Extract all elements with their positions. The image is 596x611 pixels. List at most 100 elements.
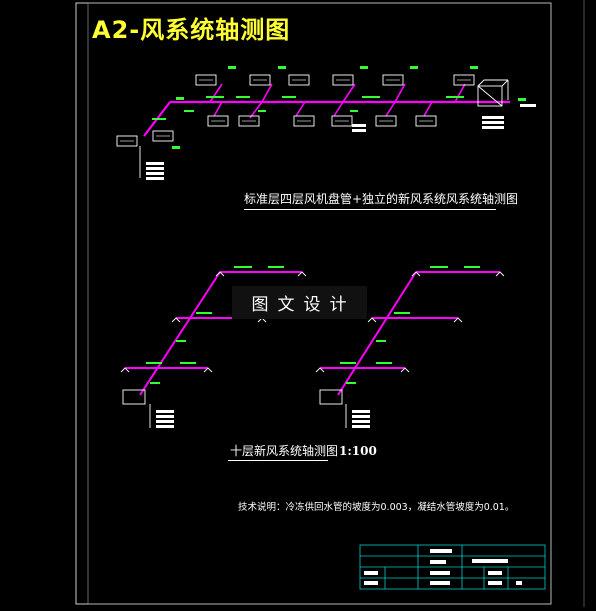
label-block xyxy=(352,425,370,428)
fan-coil-unit-icon xyxy=(375,115,397,127)
diffuser-icon xyxy=(315,271,505,373)
annotation-mark xyxy=(146,362,162,364)
branch-duct xyxy=(423,101,433,117)
label-block xyxy=(146,167,164,170)
fan-coil-unit-icon xyxy=(415,115,437,127)
branch-duct xyxy=(333,101,344,117)
fan-coil-unit-icon xyxy=(152,130,174,142)
label-block xyxy=(520,104,536,107)
diagonal-duct xyxy=(139,271,221,396)
watermark-logo: 图文设计 xyxy=(232,286,367,319)
fan-coil-unit-icon xyxy=(207,115,229,127)
fan-coil-unit-icon xyxy=(249,74,271,86)
annotation-mark xyxy=(282,96,296,98)
label-block xyxy=(482,116,504,119)
branch-duct xyxy=(295,101,306,117)
annotation-mark xyxy=(268,266,284,268)
annotation-mark xyxy=(206,96,224,98)
annotation-mark xyxy=(350,110,358,112)
annotation-mark xyxy=(150,382,160,384)
title-block-text xyxy=(364,571,378,575)
annotation-mark xyxy=(180,362,196,364)
caption-tenth-floor: 十层新风系统轴测图 xyxy=(230,444,339,458)
label-block xyxy=(146,172,164,175)
annotation-mark xyxy=(176,340,186,342)
branch-duct xyxy=(385,101,396,117)
annotation-mark xyxy=(446,96,464,98)
fan-coil-unit-icon xyxy=(195,74,217,86)
ahu-diagonal xyxy=(477,79,485,87)
title-block-text xyxy=(430,581,450,585)
title-block-text xyxy=(472,559,508,563)
air-handling-unit-icon xyxy=(477,85,503,107)
annotation-mark xyxy=(346,382,356,384)
label-block xyxy=(482,126,504,129)
annotation-mark xyxy=(360,66,368,69)
title-block-text xyxy=(430,571,450,575)
label-block xyxy=(146,177,164,180)
title-block-text xyxy=(430,560,446,564)
drawing-title: A2-风系统轴测图 xyxy=(92,16,291,44)
diagram-standard-floor xyxy=(116,66,536,180)
annotation-mark xyxy=(236,96,250,98)
air-handling-unit-icon xyxy=(122,389,146,405)
diagram-tenth-floor-right xyxy=(315,266,505,428)
label-block xyxy=(352,410,370,413)
caption-underline xyxy=(228,460,328,461)
label-block xyxy=(352,124,366,127)
annotation-mark xyxy=(430,266,448,268)
annotation-mark xyxy=(410,66,418,69)
title-block-text xyxy=(488,581,502,585)
fan-coil-unit-icon xyxy=(331,115,353,127)
annotation-mark xyxy=(376,362,392,364)
ahu-diagonal xyxy=(477,85,503,107)
annotation-mark xyxy=(464,266,480,268)
annotation-mark xyxy=(470,66,478,69)
branch-duct xyxy=(249,101,263,119)
annotation-mark xyxy=(176,97,184,100)
annotation-mark xyxy=(234,266,252,268)
ahu-diagonal xyxy=(501,79,509,87)
branch-duct xyxy=(261,83,273,103)
annotation-mark xyxy=(196,312,212,314)
annotation-mark xyxy=(184,110,194,112)
label-block xyxy=(352,420,370,423)
annotation-mark xyxy=(228,66,236,69)
branch-duct xyxy=(342,83,356,103)
annotation-mark xyxy=(376,340,386,342)
title-block-text xyxy=(516,581,522,585)
caption-standard-floor: 标准层四层风机盘管+独立的新风系统风系统轴测图 xyxy=(244,192,519,206)
branch-duct xyxy=(394,83,406,103)
title-block-text xyxy=(364,581,378,585)
label-block xyxy=(352,415,370,418)
branch-duct xyxy=(209,83,223,103)
drawing-scale: 1:100 xyxy=(339,444,377,458)
label-block xyxy=(352,129,366,132)
fan-coil-unit-icon xyxy=(382,74,404,86)
fan-coil-unit-icon xyxy=(332,74,354,86)
title-block-text xyxy=(488,571,502,575)
diagonal-duct xyxy=(337,271,417,396)
annotation-mark xyxy=(278,66,286,69)
air-handling-unit-icon xyxy=(319,389,343,405)
branch-duct xyxy=(454,83,466,103)
fan-coil-unit-icon xyxy=(288,74,310,86)
fan-coil-unit-icon xyxy=(453,74,475,86)
annotation-mark xyxy=(172,146,180,149)
fan-coil-unit-icon xyxy=(116,135,138,147)
annotation-mark xyxy=(518,98,526,101)
label-block xyxy=(156,425,174,428)
label-block xyxy=(482,121,504,124)
title-block-text xyxy=(430,549,452,553)
technical-note: 技术说明：冷冻供回水管的坡度为0.003，凝结水管坡度为0.01。 xyxy=(238,502,515,513)
caption-underline xyxy=(244,209,496,210)
label-block xyxy=(156,410,174,413)
annotation-mark xyxy=(362,96,380,98)
fan-coil-unit-icon xyxy=(238,115,260,127)
label-block xyxy=(146,162,164,165)
title-block xyxy=(359,544,546,590)
branch-duct xyxy=(213,101,223,117)
annotation-mark xyxy=(152,118,166,120)
